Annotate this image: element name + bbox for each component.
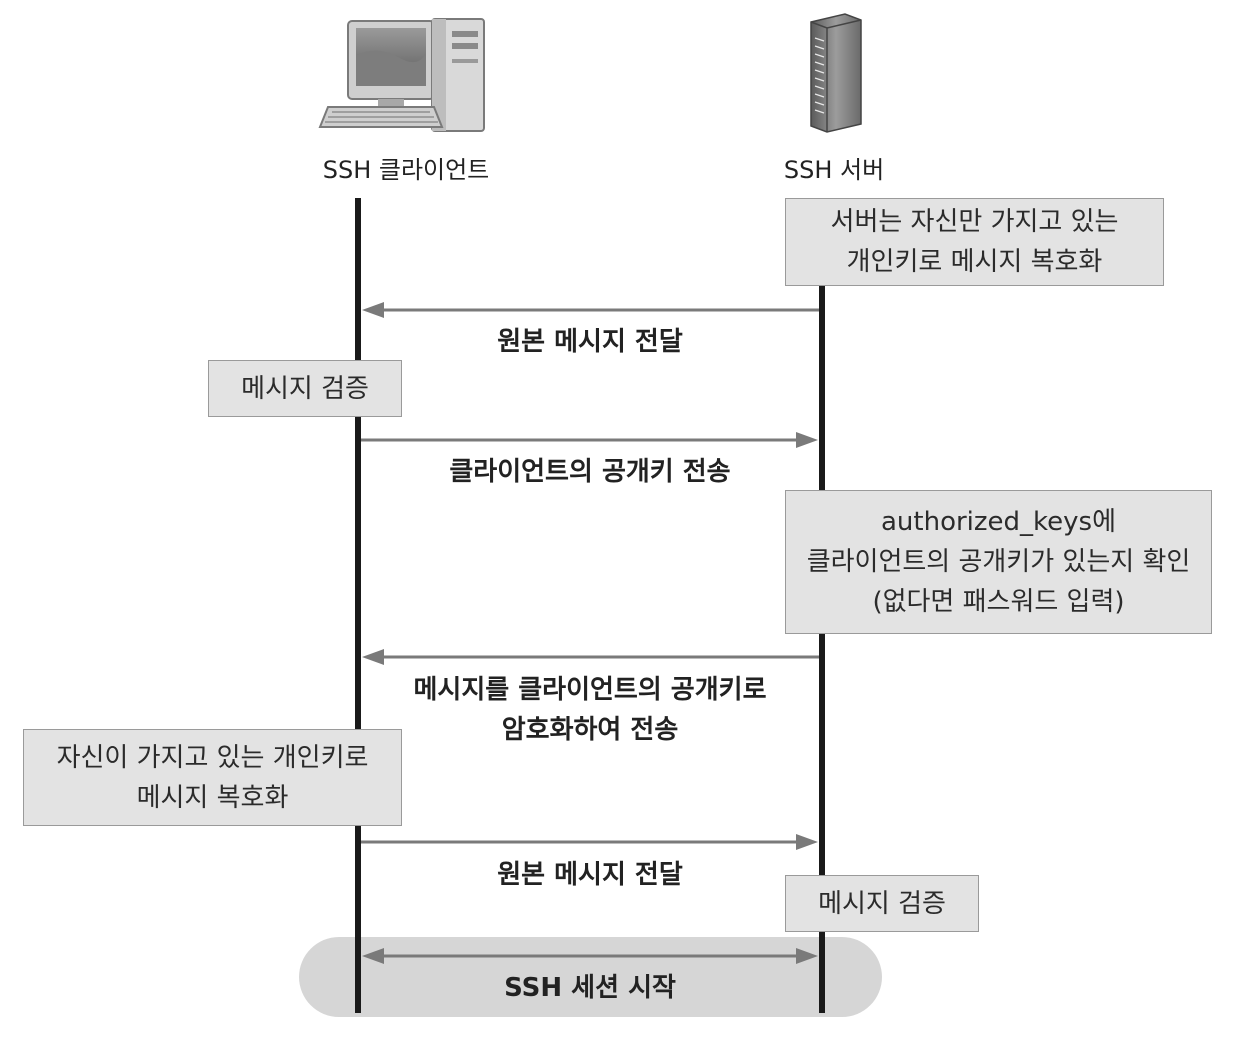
note-line: 서버는 자신만 가지고 있는 [830, 207, 1119, 237]
message-label-m2: 클라이언트의 공개키 전송 [449, 457, 731, 487]
note-line: 자신이 가지고 있는 개인키로 [56, 742, 369, 773]
arrowhead-m3 [362, 649, 384, 665]
arrowhead-m4 [796, 834, 818, 850]
message-label-m3: 메시지를 클라이언트의 공개키로 암호화하여 전송 [380, 670, 800, 750]
message-label-m1: 원본 메시지 전달 [497, 327, 683, 357]
client-label: SSH 클라이언트 [322, 156, 490, 184]
message-line: 메시지를 클라이언트의 공개키로 [413, 675, 767, 705]
note-client-decrypt: 자신이 가지고 있는 개인키로 메시지 복호화 [23, 729, 402, 826]
message-label-m5: SSH 세션 시작 [504, 973, 676, 1003]
message-line: 암호화하여 전송 [501, 715, 679, 745]
arrowhead-m2 [796, 432, 818, 448]
server-tower-icon [810, 13, 862, 133]
note-server-verify: 메시지 검증 [785, 875, 979, 932]
note-client-verify: 메시지 검증 [208, 360, 402, 417]
note-line: 개인키로 메시지 복호화 [846, 247, 1103, 277]
arrowhead-m5-left [362, 948, 384, 964]
arrowhead-m5-right [796, 948, 818, 964]
note-line: 메시지 검증 [241, 373, 369, 404]
note-line: (없다면 패스워드 입력) [872, 587, 1125, 617]
server-label: SSH 서버 [783, 156, 885, 184]
note-server-check: authorized_keys에 클라이언트의 공개키가 있는지 확인 (없다면… [785, 490, 1212, 634]
note-line: 메시지 복호화 [136, 782, 289, 813]
note-server-decrypt: 서버는 자신만 가지고 있는 개인키로 메시지 복호화 [785, 198, 1164, 286]
client-lifeline [355, 198, 361, 1013]
note-line: 클라이언트의 공개키가 있는지 확인 [806, 547, 1191, 577]
arrowhead-m1 [362, 302, 384, 318]
note-line: 메시지 검증 [818, 888, 946, 919]
session-band [299, 937, 882, 1017]
desktop-computer-icon [318, 18, 485, 132]
note-line: authorized_keys에 [880, 507, 1117, 537]
message-label-m4: 원본 메시지 전달 [497, 860, 683, 890]
